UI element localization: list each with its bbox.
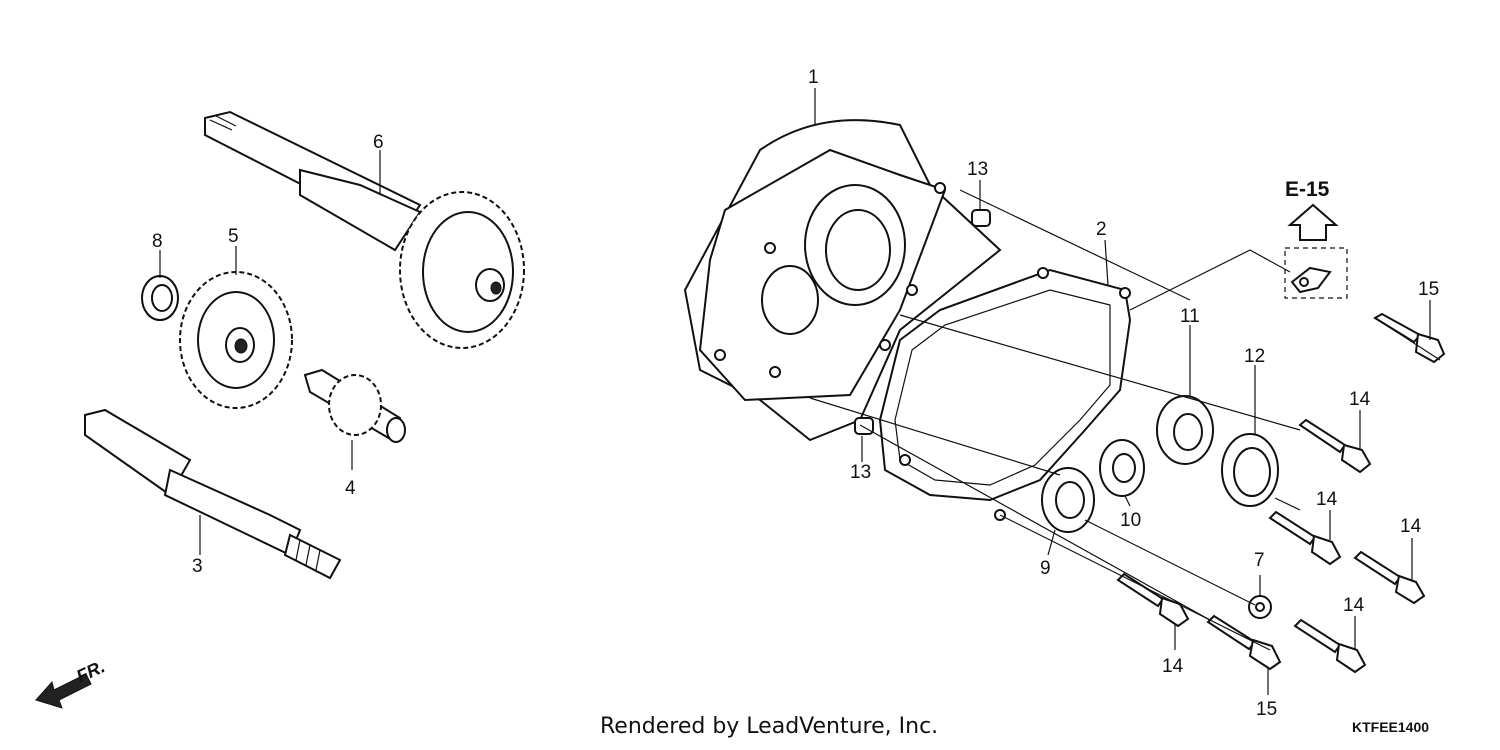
part-15-bolt-upper[interactable] xyxy=(1373,312,1446,364)
callout-14-c: 14 xyxy=(1400,516,1422,537)
callout-14-d: 14 xyxy=(1343,595,1365,616)
callout-4: 4 xyxy=(345,478,356,499)
callout-12: 12 xyxy=(1244,346,1265,367)
part-13-dowel-pin-upper[interactable] xyxy=(971,209,991,227)
part-8-washer[interactable] xyxy=(141,275,179,321)
part-5-gear[interactable] xyxy=(179,271,293,409)
callout-9: 9 xyxy=(1040,558,1051,579)
e15-reference-arrow-icon xyxy=(1287,203,1339,241)
part-9-bearing[interactable] xyxy=(1041,467,1095,533)
diagram-code: KTFEE1400 xyxy=(1352,719,1429,735)
assembly-lines xyxy=(159,88,1441,695)
part-1-transmission-case[interactable] xyxy=(683,119,1002,442)
callout-5: 5 xyxy=(228,226,239,247)
part-6-final-shaft-gear[interactable] xyxy=(204,110,525,349)
callout-15-upper: 15 xyxy=(1418,279,1439,300)
part-11-bearing[interactable] xyxy=(1156,395,1214,465)
callout-6: 6 xyxy=(373,132,384,153)
part-4-pinion[interactable] xyxy=(303,368,406,443)
reference-label-e15: E-15 xyxy=(1285,178,1330,201)
part-14-bolt-a[interactable] xyxy=(1298,418,1372,474)
callout-13-upper: 13 xyxy=(967,159,988,180)
callout-15-lower: 15 xyxy=(1256,699,1277,720)
part-14-bolt-b[interactable] xyxy=(1268,510,1342,566)
callout-11: 11 xyxy=(1180,306,1200,327)
callout-7: 7 xyxy=(1254,550,1265,571)
part-7-washer[interactable] xyxy=(1248,595,1272,619)
callout-14-a: 14 xyxy=(1349,389,1371,410)
callout-10: 10 xyxy=(1120,510,1141,531)
part-3-drive-shaft[interactable] xyxy=(84,408,342,580)
callout-2: 2 xyxy=(1096,219,1107,240)
part-13-dowel-pin-lower[interactable] xyxy=(854,417,874,435)
callout-8: 8 xyxy=(152,231,163,252)
footer-credit: Rendered by LeadVenture, Inc. xyxy=(600,714,938,739)
e15-clip-box xyxy=(1284,247,1348,299)
part-14-bolt-e[interactable] xyxy=(1293,618,1367,674)
part-12-oil-seal[interactable] xyxy=(1221,433,1279,507)
part-14-bolt-d[interactable] xyxy=(1116,572,1190,628)
callout-13-lower: 13 xyxy=(850,462,871,483)
part-10-bearing[interactable] xyxy=(1099,439,1145,497)
callout-14-e: 14 xyxy=(1162,656,1184,677)
callout-3: 3 xyxy=(192,556,203,577)
front-direction-arrow-icon xyxy=(35,673,92,709)
callout-1: 1 xyxy=(808,67,819,88)
callout-14-b: 14 xyxy=(1316,489,1338,510)
part-14-bolt-c[interactable] xyxy=(1353,550,1426,605)
